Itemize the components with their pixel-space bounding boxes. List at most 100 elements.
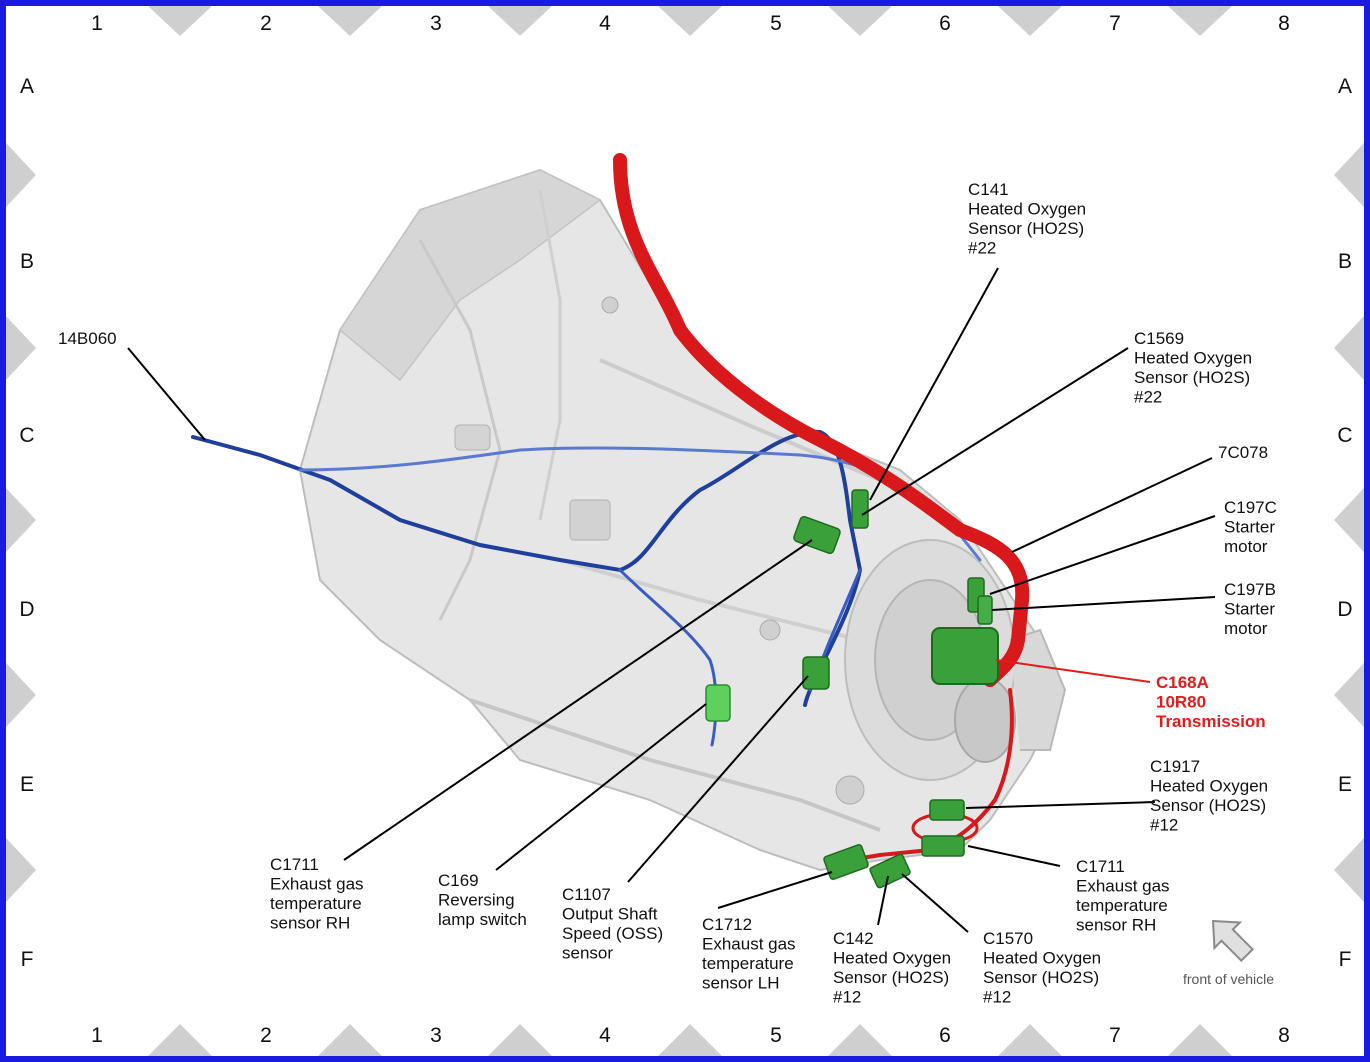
callout-line: C1711 [1076, 857, 1125, 876]
callout-line: motor [1224, 537, 1268, 556]
grid-col-bottom-7: 7 [1109, 1024, 1121, 1047]
grid-col-bottom-2: 2 [260, 1024, 272, 1047]
callout-line: C1570 [983, 929, 1033, 948]
grid-row-right-F: F [1339, 948, 1352, 971]
grid-col-bottom-3: 3 [430, 1024, 442, 1047]
callout-line: 14B060 [58, 329, 117, 348]
leader-lines [127, 267, 1216, 933]
grid-marker-bottom [1168, 1024, 1232, 1056]
grid-marker-bottom [148, 1024, 212, 1056]
callout-line: temperature [702, 954, 794, 973]
grid-row-right-C: C [1337, 424, 1352, 447]
grid-row-right-D: D [1337, 598, 1352, 621]
callout-line: Transmission [1156, 712, 1266, 731]
callout-line: sensor [562, 944, 613, 963]
arrow-up-left-icon [1211, 919, 1255, 963]
callout-line: sensor RH [1076, 916, 1156, 935]
callout-line: C142 [833, 929, 874, 948]
grid-col-bottom-5: 5 [770, 1024, 782, 1047]
grid-row-right-B: B [1338, 250, 1352, 273]
callout-line: C141 [968, 180, 1009, 199]
grid-marker-right [1334, 663, 1364, 727]
grid-marker-right [1334, 488, 1364, 552]
callout-line: lamp switch [438, 910, 527, 929]
callout-line: #12 [1150, 816, 1178, 835]
leader-line-c168a [995, 659, 1151, 683]
grid-col-top-8: 8 [1278, 12, 1290, 35]
callout-line: temperature [270, 894, 362, 913]
front-of-vehicle-indicator: front of vehicle [1183, 919, 1274, 987]
callout-line: Speed (OSS) [562, 924, 663, 943]
callout-line: C169 [438, 871, 479, 890]
grid-row-right-A: A [1338, 75, 1352, 98]
grid-marker-left [6, 663, 36, 727]
grid-marker-top [658, 6, 722, 36]
callout-line: Heated Oxygen [968, 200, 1086, 219]
callout-line: temperature [1076, 896, 1168, 915]
connector-c1107[interactable] [802, 656, 830, 690]
grid-col-top-4: 4 [599, 12, 611, 35]
callout-line: Heated Oxygen [1150, 777, 1268, 796]
grid-marker-bottom [828, 1024, 892, 1056]
connector-c168a[interactable] [931, 627, 999, 685]
connector-c1712[interactable] [823, 843, 869, 881]
grid-marker-bottom [658, 1024, 722, 1056]
grid-marker-bottom [998, 1024, 1062, 1056]
grid-col-top-6: 6 [939, 12, 951, 35]
callout-line: Sensor (HO2S) [968, 219, 1084, 238]
grid-marker-left [6, 838, 36, 902]
callout-line: C1569 [1134, 329, 1184, 348]
connector-c169[interactable] [705, 684, 731, 722]
callout-line: Heated Oxygen [833, 949, 951, 968]
grid-marker-right [1334, 316, 1364, 380]
grid-row-left-C: C [19, 424, 34, 447]
grid-marker-bottom [488, 1024, 552, 1056]
grid-marker-top [488, 6, 552, 36]
grid-marker-top [318, 6, 382, 36]
connector-c1711-rh-lower[interactable] [921, 835, 965, 857]
grid-col-bottom-1: 1 [91, 1024, 103, 1047]
callout-line: C1712 [702, 915, 752, 934]
callout-line: Starter [1224, 518, 1275, 537]
grid-col-top-5: 5 [770, 12, 782, 35]
callout-harness-14b060: 14B060 [58, 329, 117, 348]
grid-marker-top [1168, 6, 1232, 36]
callout-line: sensor LH [702, 974, 779, 993]
grid-marker-bottom [318, 1024, 382, 1056]
connector-c1917[interactable] [929, 799, 965, 821]
callout-line: Heated Oxygen [983, 949, 1101, 968]
callout-harness-7c078: 7C078 [1218, 443, 1268, 462]
callout-line: C168A [1156, 673, 1209, 692]
callout-line: Sensor (HO2S) [1150, 796, 1266, 815]
callout-line: #22 [1134, 388, 1162, 407]
grid-row-left-E: E [20, 773, 34, 796]
connector-c142-c1570[interactable] [869, 853, 911, 889]
grid-col-top-2: 2 [260, 12, 272, 35]
grid-marker-left [6, 488, 36, 552]
grid-row-left-D: D [19, 598, 34, 621]
grid-row-right-E: E [1338, 773, 1352, 796]
callout-line: Sensor (HO2S) [983, 968, 1099, 987]
front-of-vehicle-label: front of vehicle [1183, 971, 1274, 987]
connector-c141[interactable] [851, 489, 869, 529]
callout-line: sensor RH [270, 914, 350, 933]
callout-line: C197B [1224, 580, 1276, 599]
connector-c197b[interactable] [977, 595, 993, 625]
grid-marker-right [1334, 143, 1364, 207]
transmission-housing [298, 168, 1067, 872]
